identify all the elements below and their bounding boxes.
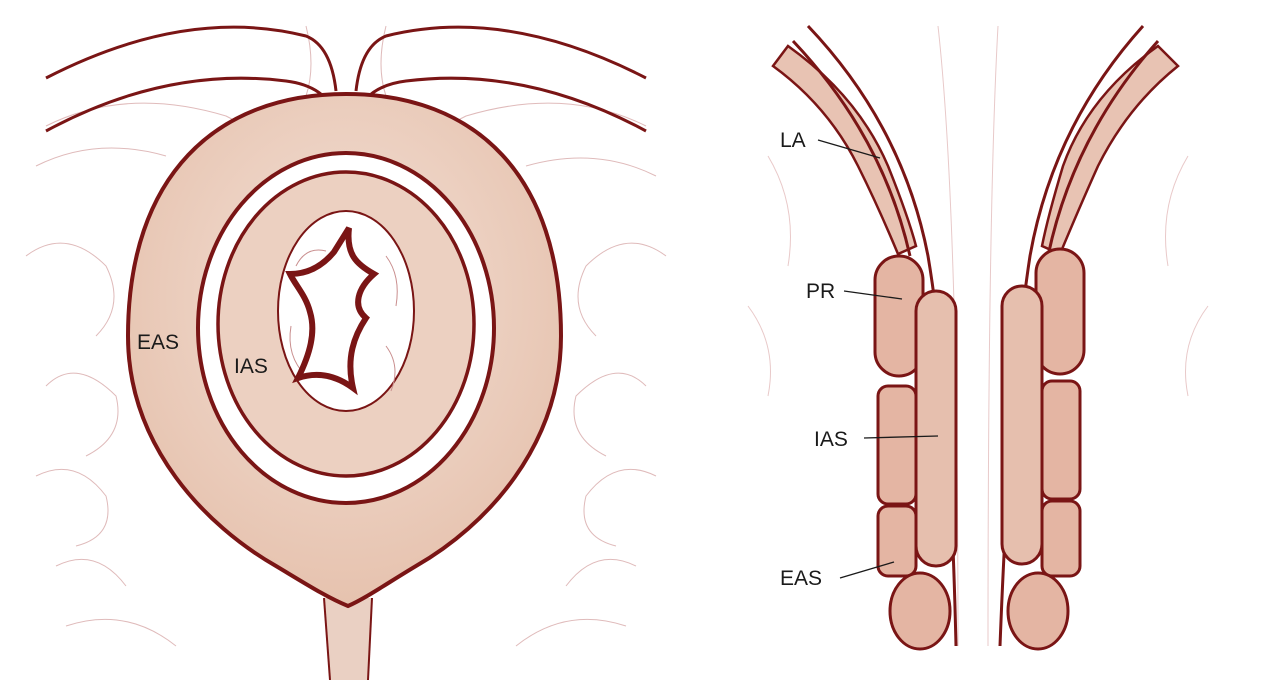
puborectalis [875, 249, 1084, 376]
label-eas-right: EAS [780, 567, 822, 590]
internal-anal-sphincter [916, 286, 1042, 566]
label-ias-right: IAS [814, 428, 848, 451]
coronal-section-panel: LA PR IAS EAS [688, 6, 1272, 680]
axial-section-illustration: EAS IAS [6, 6, 687, 680]
label-la: LA [780, 129, 806, 152]
label-ias-left: IAS [234, 355, 268, 378]
label-pr: PR [806, 280, 835, 303]
levator-ani [773, 46, 1178, 254]
axial-section-panel: EAS IAS [6, 6, 687, 680]
coronal-section-illustration: LA PR IAS EAS [688, 6, 1272, 680]
perineal-stalk [324, 598, 372, 680]
background-sketch [748, 26, 1208, 646]
label-eas-left: EAS [137, 331, 179, 354]
external-anal-sphincter [878, 381, 1080, 649]
